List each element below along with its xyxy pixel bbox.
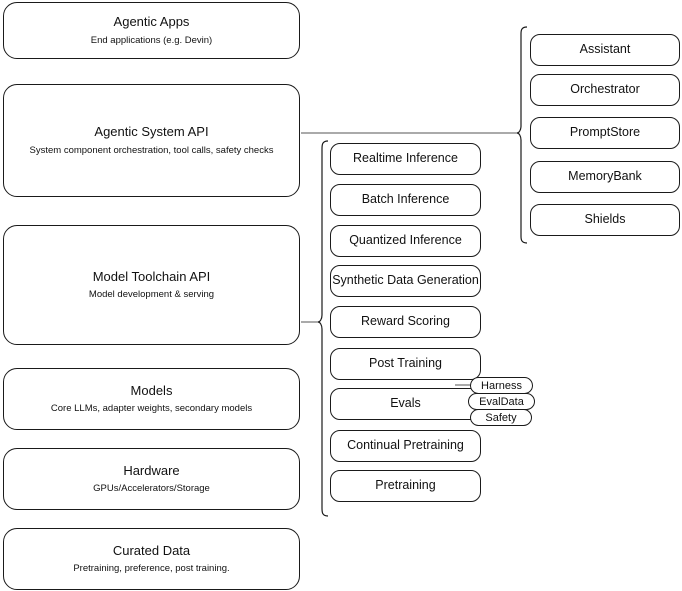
capability-chip-realtime-inference[interactable]: Realtime Inference [330, 143, 481, 175]
layer-title: Model Toolchain API [92, 268, 211, 284]
system-component-chip-shields[interactable]: Shields [530, 204, 680, 236]
layer-box-agentic-apps[interactable]: Agentic Apps End applications (e.g. Devi… [3, 2, 300, 59]
evals-pill-safety[interactable]: Safety [470, 409, 532, 426]
capability-chip-pretraining[interactable]: Pretraining [330, 470, 481, 502]
system-component-label: Orchestrator [570, 82, 640, 97]
layer-subtitle: GPUs/Accelerators/Storage [93, 483, 210, 495]
system-component-chip-orchestrator[interactable]: Orchestrator [530, 74, 680, 106]
capability-label: Reward Scoring [361, 314, 450, 329]
layer-subtitle: Model development & serving [88, 289, 215, 301]
layer-subtitle: System component orchestration, tool cal… [29, 144, 274, 156]
capability-chip-quantized-inference[interactable]: Quantized Inference [330, 225, 481, 257]
system-component-chip-memorybank[interactable]: MemoryBank [530, 161, 680, 193]
layer-title: Agentic System API [94, 124, 209, 140]
capability-chip-reward-scoring[interactable]: Reward Scoring [330, 306, 481, 338]
capability-label: Batch Inference [361, 192, 450, 207]
layer-title: Agentic Apps [113, 14, 190, 30]
layer-subtitle: Core LLMs, adapter weights, secondary mo… [50, 403, 253, 415]
capability-chip-continual-pretraining[interactable]: Continual Pretraining [330, 430, 481, 462]
capability-label: Realtime Inference [353, 151, 458, 166]
layer-title: Models [130, 382, 173, 398]
layer-title: Curated Data [112, 542, 191, 558]
capability-chip-synthetic-data-generation[interactable]: Synthetic Data Generation [330, 265, 481, 297]
layer-subtitle: Pretraining, preference, post training. [73, 563, 230, 575]
evals-pill-harness[interactable]: Harness [470, 377, 533, 394]
layer-box-models[interactable]: Models Core LLMs, adapter weights, secon… [3, 368, 300, 430]
layer-box-hardware[interactable]: Hardware GPUs/Accelerators/Storage [3, 448, 300, 510]
system-component-label: MemoryBank [568, 169, 642, 184]
evals-pill-evaldata[interactable]: EvalData [468, 393, 535, 410]
capability-chip-batch-inference[interactable]: Batch Inference [330, 184, 481, 216]
system-component-label: PromptStore [569, 125, 641, 140]
system-component-label: Shields [584, 212, 626, 227]
system-component-chip-assistant[interactable]: Assistant [530, 34, 680, 66]
layer-box-curated-data[interactable]: Curated Data Pretraining, preference, po… [3, 528, 300, 590]
system-component-chip-promptstore[interactable]: PromptStore [530, 117, 680, 149]
capability-label: Synthetic Data Generation [332, 273, 479, 288]
capability-label: Pretraining [375, 478, 436, 493]
layer-subtitle: End applications (e.g. Devin) [90, 34, 213, 46]
capability-chip-post-training[interactable]: Post Training [330, 348, 481, 380]
capability-label: Continual Pretraining [347, 438, 464, 453]
layer-box-model-toolchain-api[interactable]: Model Toolchain API Model development & … [3, 225, 300, 345]
layer-box-agentic-system-api[interactable]: Agentic System API System component orch… [3, 84, 300, 197]
layer-title: Hardware [123, 462, 180, 478]
system-component-label: Assistant [579, 42, 631, 57]
capability-label: Evals [390, 396, 421, 411]
capability-label: Post Training [369, 356, 442, 371]
capability-label: Quantized Inference [349, 233, 462, 248]
capability-chip-evals[interactable]: Evals [330, 388, 481, 420]
